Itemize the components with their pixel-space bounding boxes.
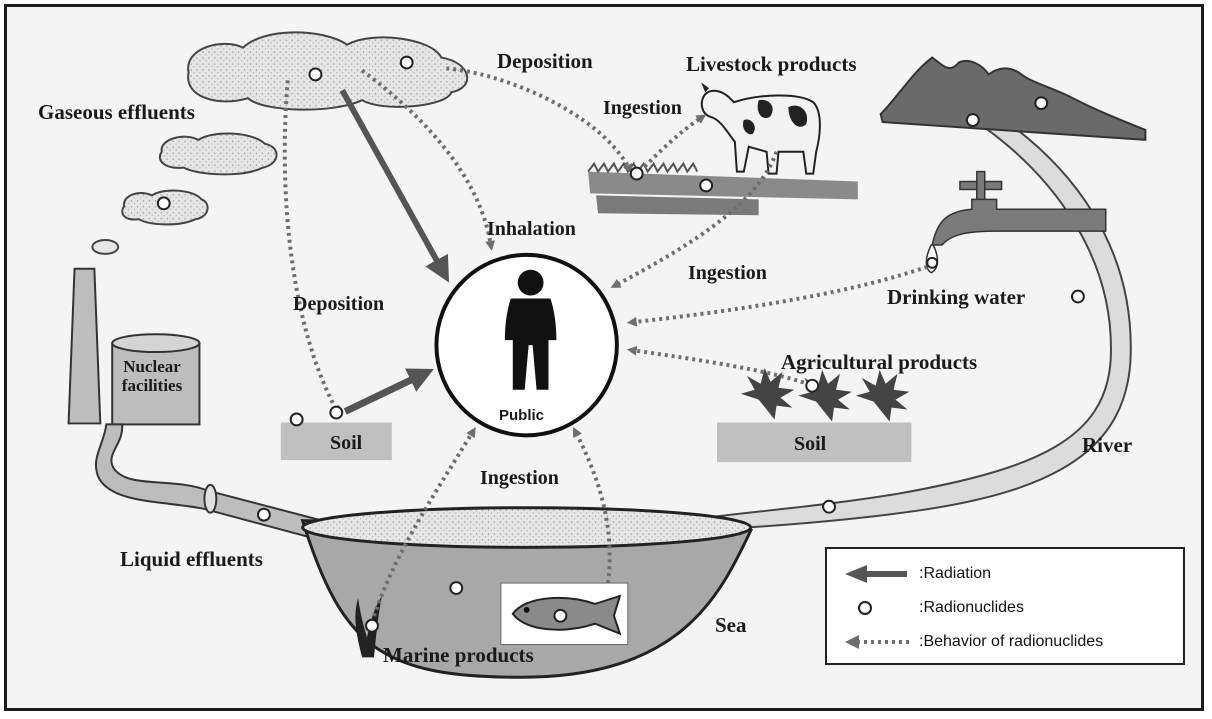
label-soil-right: Soil (794, 433, 826, 456)
mountain (881, 58, 1146, 140)
radionuclide-marker (401, 57, 413, 69)
radionuclide-marker (366, 620, 378, 632)
label-ingestion-right: Ingestion (688, 262, 767, 285)
label-deposition-left: Deposition (293, 293, 384, 316)
legend-row-radionuclides: :Radionuclides (837, 595, 1024, 621)
radionuclide-marker (806, 380, 818, 392)
radionuclide-marker (823, 501, 835, 513)
label-ingestion-sea: Ingestion (480, 467, 559, 490)
label-agricultural-products: Agricultural products (781, 350, 977, 375)
label-livestock-products: Livestock products (686, 52, 857, 77)
radionuclide-marker (330, 407, 342, 419)
puff-small (92, 240, 118, 254)
legend-row-radiation: :Radiation (837, 561, 991, 587)
dotted-arrow-icon (837, 632, 919, 652)
label-ingestion-livestock: Ingestion (603, 97, 682, 120)
radionuclide-marker (310, 68, 322, 80)
crop-plant-2 (798, 370, 852, 422)
radionuclide-marker (927, 258, 937, 268)
label-drinking-water: Drinking water (887, 285, 1025, 310)
radiation-arrow-soil (345, 376, 419, 412)
radionuclide-marker (631, 168, 643, 180)
legend-label-radiation: :Radiation (919, 565, 991, 583)
label-liquid-effluents: Liquid effluents (120, 547, 263, 572)
crop-plant-3 (856, 370, 910, 422)
legend-label-behavior: :Behavior of radionuclides (919, 633, 1103, 651)
diagram-frame: Gaseous effluents Deposition Livestock p… (4, 4, 1204, 711)
faucet (926, 172, 1105, 273)
cloud-large (188, 32, 467, 109)
dotted-arrow-drinking-water (632, 267, 927, 323)
radionuclide-marker (700, 180, 712, 192)
label-sea: Sea (715, 613, 747, 638)
chimney (69, 269, 101, 424)
label-nuclear-facilities: Nuclear facilities (108, 357, 196, 395)
river-channel (699, 102, 1131, 530)
label-public: Public (499, 407, 544, 424)
radiation-arrow-icon (837, 564, 919, 584)
radionuclide-icon (837, 598, 919, 618)
crop-plant-1 (741, 368, 795, 420)
legend-label-radionuclides: :Radionuclides (919, 599, 1024, 617)
dotted-arrow-deposition-left (285, 80, 338, 411)
radionuclide-marker (258, 509, 270, 521)
radionuclide-marker (291, 414, 303, 426)
label-deposition-top: Deposition (497, 49, 593, 74)
radionuclide-marker (967, 114, 979, 126)
radionuclide-marker (554, 610, 566, 622)
label-soil-left: Soil (330, 432, 362, 455)
legend: :Radiation :Radionuclides :Behavior of r… (825, 547, 1185, 665)
legend-row-behavior: :Behavior of radionuclides (837, 629, 1103, 655)
radionuclide-marker (158, 197, 170, 209)
pasture (588, 164, 858, 216)
label-river: River (1082, 433, 1132, 458)
radionuclide-marker (1072, 291, 1084, 303)
radionuclide-marker (1035, 97, 1047, 109)
label-marine-products: Marine products (383, 643, 534, 668)
cow (701, 82, 820, 173)
label-gaseous-effluents: Gaseous effluents (38, 100, 195, 125)
radionuclide-marker (450, 582, 462, 594)
cloud-medium (160, 134, 277, 175)
radiation-arrow-cloud (342, 90, 441, 268)
label-inhalation: Inhalation (487, 218, 576, 241)
